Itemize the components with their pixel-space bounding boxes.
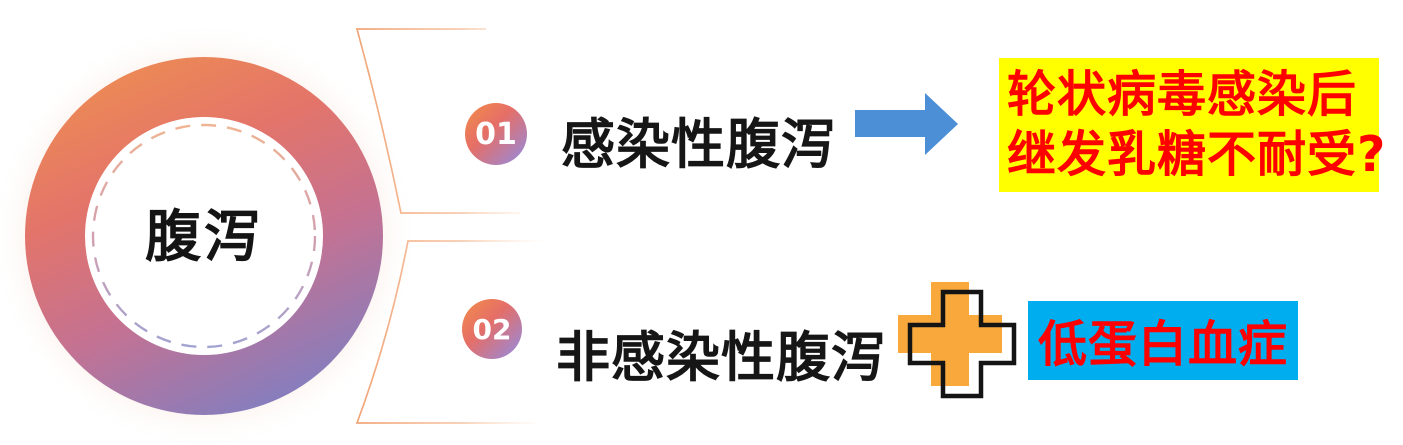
branch-1-label: 感染性腹泻 xyxy=(561,113,836,176)
branch-1-number: 01 xyxy=(475,116,517,152)
ring-inner-circle: 腹泻 xyxy=(85,117,323,355)
gradient-ring: 腹泻 xyxy=(25,57,383,415)
branch-2-number-badge: 02 xyxy=(462,299,522,359)
branch-1-result-box: 轮状病毒感染后 继发乳糖不耐受? xyxy=(999,58,1387,192)
branch-2-number: 02 xyxy=(472,312,512,346)
branch-1-result-line-2: 继发乳糖不耐受? xyxy=(1007,126,1387,183)
branch-1-result-line-1: 轮状病毒感染后 xyxy=(1007,66,1358,124)
arrow-right-icon xyxy=(855,93,958,155)
center-topic-label: 腹泻 xyxy=(145,204,263,270)
branch-2-result-text: 低蛋白血症 xyxy=(1037,316,1288,373)
branch-2-label: 非感染性腹泻 xyxy=(556,326,886,389)
plus-icon xyxy=(898,282,1017,399)
branch-1-number-badge: 01 xyxy=(465,103,527,165)
branch-2-result-box: 低蛋白血症 xyxy=(1028,301,1298,380)
